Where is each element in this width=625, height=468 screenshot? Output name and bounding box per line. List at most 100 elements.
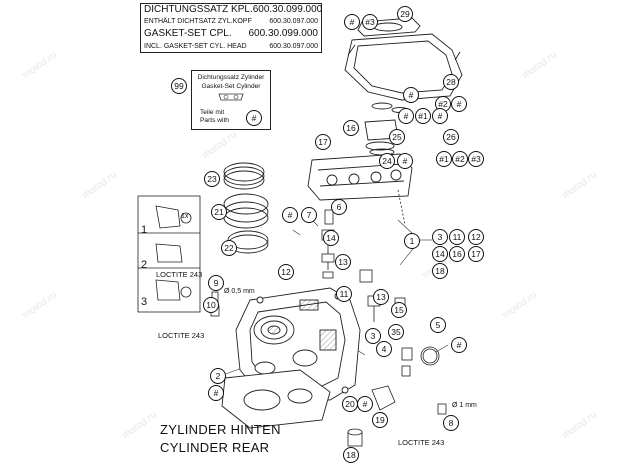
callout-13-26: 13 (335, 254, 351, 270)
callout-circle (449, 229, 465, 245)
assembly-steps-panel (137, 195, 201, 313)
callout-circle (376, 341, 392, 357)
callout-label: 16 (346, 123, 356, 133)
callout-label: 25 (392, 132, 402, 142)
kit-line2-number: 600.30.097.000 (269, 18, 318, 26)
callout-circle (451, 337, 467, 353)
callout-24-14: 24 (379, 153, 395, 169)
callout-circle (365, 328, 381, 344)
callout-circle (432, 246, 448, 262)
callout-circle (388, 324, 404, 340)
callout-label: 12 (471, 232, 481, 242)
callout-label: # (363, 399, 368, 409)
callout-circle (430, 317, 446, 333)
callout-label: 21 (214, 207, 224, 217)
callout-1-28: 1 (404, 233, 420, 249)
callout-18-52: 18 (343, 447, 359, 463)
callout-hash-3-18: #3 (468, 151, 484, 167)
callout-circle (432, 263, 448, 279)
callout-label: #3 (365, 17, 375, 27)
callout-label: 13 (338, 257, 348, 267)
step-label-3: 3 (141, 296, 148, 308)
callout-13-37: 13 (373, 289, 389, 305)
kit-line4-number: 600.30.097.000 (269, 42, 318, 50)
callout-hash--49: # (357, 396, 373, 412)
callout-circle (344, 14, 360, 30)
callout-circle (404, 233, 420, 249)
callout-label: 11 (340, 289, 349, 299)
step-label-1: 1 (141, 224, 148, 236)
callout-10-40: 10 (203, 297, 219, 313)
callout-label: # (288, 210, 293, 220)
callout-circle (436, 151, 452, 167)
callout-label: #1 (439, 154, 449, 164)
callout-circle (210, 368, 226, 384)
diagram-title: ZYLINDER HINTEN CYLINDER REAR (160, 421, 281, 457)
callout-circle (221, 240, 237, 256)
callout-label: # (457, 99, 462, 109)
dimension-label-05mm: Ø 0,5 mm (224, 288, 255, 295)
callout-23-19: 23 (204, 171, 220, 187)
callout-label: # (438, 111, 443, 121)
callout-circle (451, 96, 467, 112)
callout-circle (282, 207, 298, 223)
callout-circle (208, 385, 224, 401)
callout-18-35: 18 (432, 263, 448, 279)
callout-22-21: 22 (221, 240, 237, 256)
kit-line1-number: 600.30.099.000 (252, 4, 323, 15)
callout-circle (208, 275, 224, 291)
callout-circle (449, 246, 465, 262)
callout-label: 9 (214, 278, 219, 288)
callout-label: 13 (376, 292, 386, 302)
loctite-label-steps: LOCTITE 243 (156, 270, 203, 279)
callout-hash-2-17: #2 (452, 151, 468, 167)
loctite-label-stud: LOCTITE 243 (398, 438, 445, 447)
callout-hash--54: # (246, 110, 262, 126)
callout-circle (343, 447, 359, 463)
callout-circle (432, 229, 448, 245)
callout-circle (335, 254, 351, 270)
callout-label: #3 (471, 154, 481, 164)
callout-label: 22 (224, 243, 234, 253)
callout-hash--15: # (397, 153, 413, 169)
callout-11-30: 11 (449, 229, 465, 245)
callout-label: 3 (371, 331, 376, 341)
callout-circle (403, 87, 419, 103)
callout-label: 14 (326, 233, 336, 243)
callout-16-33: 16 (449, 246, 465, 262)
callout-17-34: 17 (468, 246, 484, 262)
callout-16-10: 16 (343, 120, 359, 136)
callout-8-51: 8 (443, 415, 459, 431)
callout-label: 6 (337, 202, 342, 212)
callout-hash--0: # (344, 14, 360, 30)
callout-circle (204, 171, 220, 187)
callout-circle (278, 264, 294, 280)
callout-label: # (457, 340, 462, 350)
callout-circle (415, 108, 431, 124)
callout-12-27: 12 (278, 264, 294, 280)
kit-line1-label: DICHTUNGSSATZ KPL. (144, 4, 253, 15)
callout-label: 12 (281, 267, 291, 277)
gasket-icon (218, 93, 244, 101)
callout-99-53: 99 (171, 78, 187, 94)
callout-circle (391, 302, 407, 318)
callout-3-29: 3 (432, 229, 448, 245)
callout-25-11: 25 (389, 129, 405, 145)
callout-hash-1-8: #1 (415, 108, 431, 124)
callout-label: 19 (375, 415, 385, 425)
callout-circle (331, 199, 347, 215)
callout-label: 99 (174, 81, 184, 91)
callout-circle (246, 110, 262, 126)
parts-with-de: Teile mit (200, 109, 225, 116)
callout-circle (398, 108, 414, 124)
callout-circle (373, 289, 389, 305)
callout-label: 3 (438, 232, 443, 242)
callout-label: 16 (452, 249, 462, 259)
callout-label: 17 (318, 137, 328, 147)
callout-2-46: 2 (210, 368, 226, 384)
callout-label: # (214, 388, 219, 398)
head-gasket (221, 369, 331, 429)
callout-label: 23 (207, 174, 217, 184)
kit-line4-label: INCL. GASKET-SET CYL. HEAD (144, 42, 247, 50)
callout-12-31: 12 (468, 229, 484, 245)
